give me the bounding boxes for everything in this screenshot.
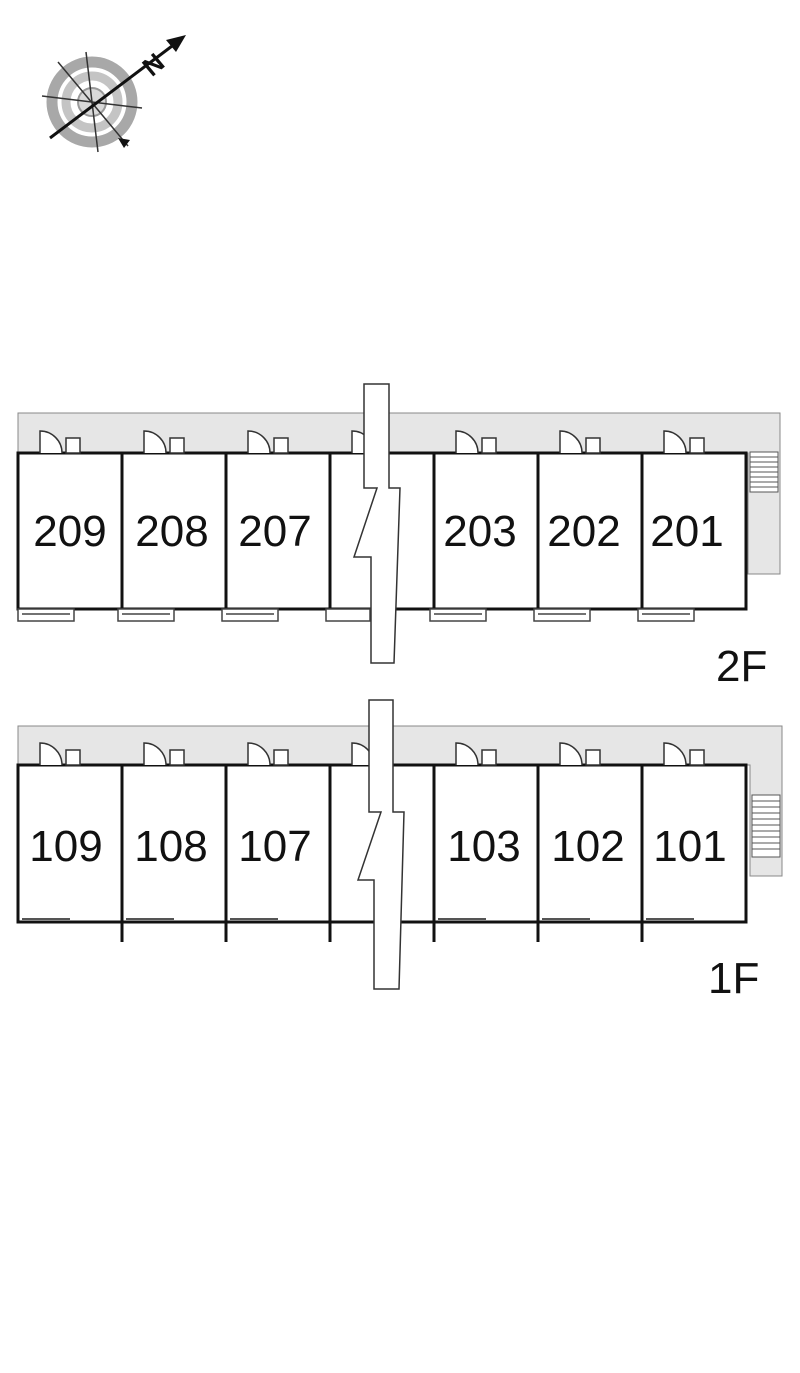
balcony-icons	[17, 608, 695, 622]
floor-label-1f: 1F	[708, 954, 759, 1003]
break-symbol	[356, 699, 405, 990]
unit-label: 101	[653, 822, 726, 871]
stairs-icon	[751, 794, 781, 858]
stairs-icon	[749, 451, 779, 493]
unit-label: 202	[547, 507, 620, 556]
unit-dividers	[120, 765, 644, 942]
floor-label-2f: 2F	[716, 642, 767, 691]
unit-label: 209	[33, 507, 106, 556]
door-icons	[39, 430, 705, 454]
unit-label: 109	[29, 822, 102, 871]
unit-dividers	[120, 453, 644, 609]
unit-label: 108	[134, 822, 207, 871]
floor-2f: 209 208 207 203 202 201 2F	[16, 383, 781, 691]
unit-label: 201	[650, 507, 723, 556]
unit-label: 107	[238, 822, 311, 871]
unit-label: 208	[135, 507, 208, 556]
floor-1f: 109 108 107 103 102 101 1F	[16, 699, 783, 1003]
unit-label: 207	[238, 507, 311, 556]
unit-label: 203	[443, 507, 516, 556]
unit-label: 103	[447, 822, 520, 871]
unit-label: 102	[551, 822, 624, 871]
break-symbol	[352, 383, 401, 664]
compass-icon	[41, 35, 186, 153]
